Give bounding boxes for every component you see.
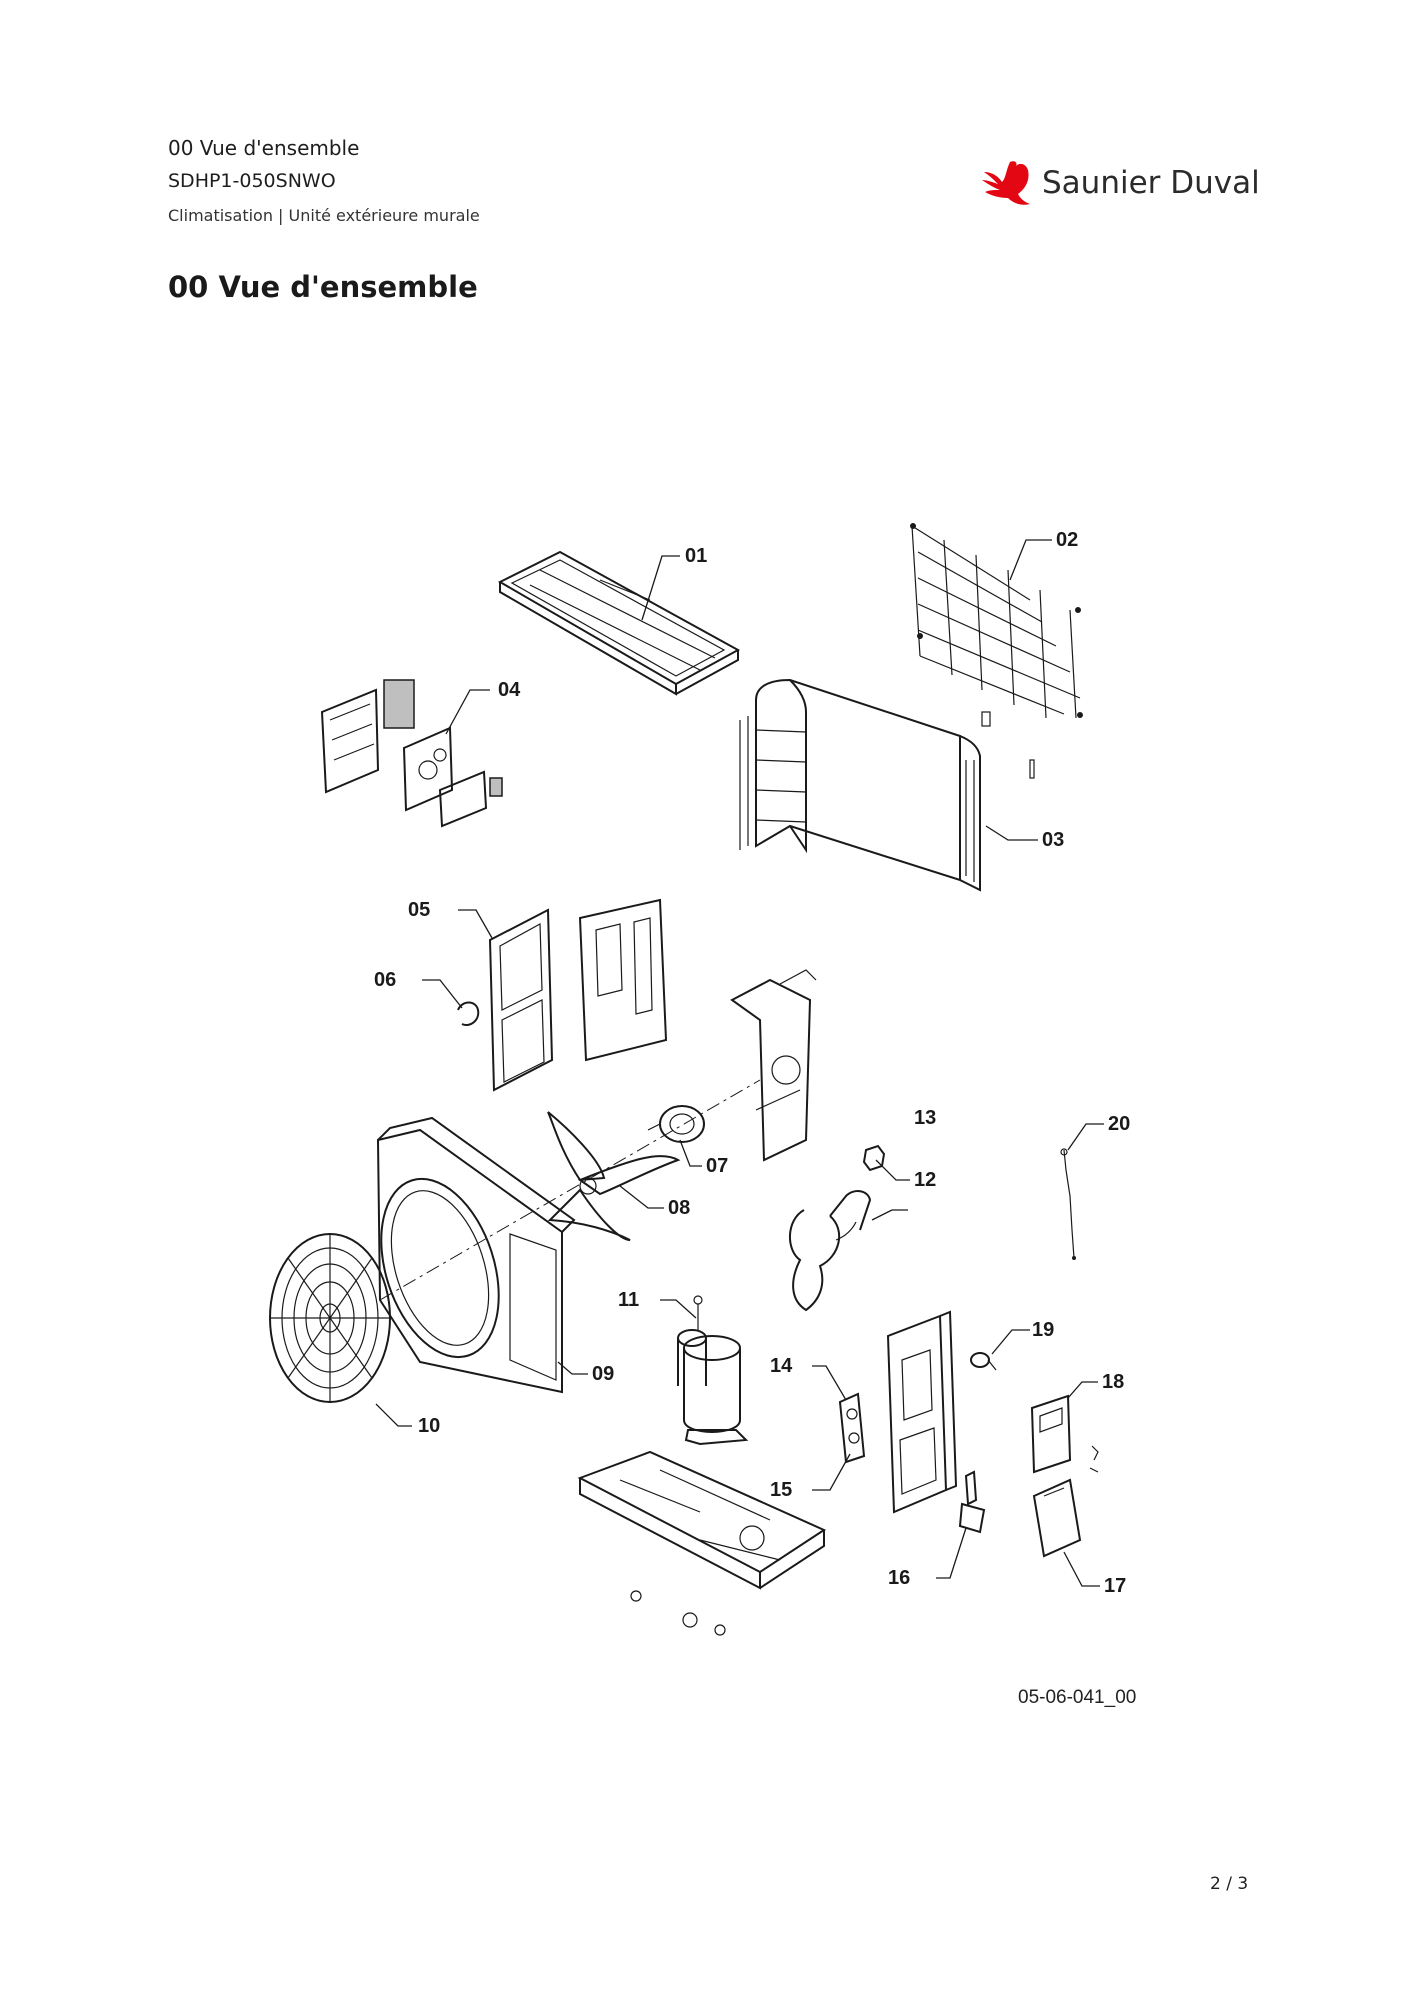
page-title: 00 Vue d'ensemble bbox=[168, 270, 478, 304]
brand-logo: Saunier Duval bbox=[980, 158, 1260, 212]
callout-13: 13 bbox=[914, 1107, 936, 1129]
part-condenser-coil bbox=[739, 678, 1035, 892]
part-side-panel bbox=[886, 1310, 958, 1514]
part-top-cover bbox=[497, 550, 741, 696]
callout-09: 09 bbox=[592, 1363, 614, 1385]
callout-05: 05 bbox=[408, 899, 430, 921]
callout-10: 10 bbox=[418, 1415, 440, 1437]
callout-14: 14 bbox=[770, 1355, 793, 1377]
brand-name: Saunier Duval bbox=[1042, 165, 1260, 201]
part-control-board bbox=[320, 679, 503, 828]
part-sensor bbox=[862, 1144, 886, 1172]
callout-04: 04 bbox=[498, 679, 521, 701]
header-model: SDHP1-050SNWO bbox=[168, 170, 336, 192]
callout-06: 06 bbox=[374, 969, 396, 991]
header-section: 00 Vue d'ensemble bbox=[168, 136, 360, 160]
page-number: 2 / 3 bbox=[1210, 1874, 1249, 1894]
part-valve-assembly bbox=[838, 1392, 866, 1464]
part-piping bbox=[788, 1190, 872, 1312]
part-partition-frame bbox=[488, 908, 554, 1092]
callout-07: 07 bbox=[706, 1155, 728, 1177]
part-fan-motor bbox=[647, 1105, 705, 1143]
axis-line bbox=[379, 1079, 761, 1301]
callout-12: 12 bbox=[914, 1169, 936, 1191]
callout-20: 20 bbox=[1108, 1113, 1130, 1135]
part-fan-blade bbox=[547, 1111, 681, 1241]
callout-11: 11 bbox=[618, 1289, 639, 1311]
part-motor-bracket bbox=[730, 969, 817, 1162]
header-category: Climatisation | Unité extérieure murale bbox=[168, 206, 480, 225]
part-fan-guard bbox=[269, 1233, 391, 1403]
callout-19: 19 bbox=[1032, 1319, 1054, 1341]
bird-logo-icon bbox=[982, 161, 1030, 205]
callout-15: 15 bbox=[770, 1479, 792, 1501]
part-terminal-cover bbox=[1030, 1394, 1099, 1474]
diagram-reference: 05-06-041_00 bbox=[1018, 1687, 1137, 1708]
part-rear-grille bbox=[910, 523, 1083, 719]
part-clip bbox=[457, 1001, 480, 1026]
callout-16: 16 bbox=[888, 1567, 910, 1589]
part-separator-panel bbox=[578, 898, 668, 1062]
part-service-valve bbox=[958, 1470, 986, 1534]
callout-02: 02 bbox=[1056, 529, 1078, 551]
part-temperature-probe bbox=[1060, 1148, 1076, 1260]
part-valve-cover bbox=[1032, 1478, 1082, 1558]
callout-08: 08 bbox=[668, 1197, 690, 1219]
part-base-plate bbox=[577, 1450, 827, 1636]
callout-03: 03 bbox=[1042, 829, 1064, 851]
part-front-panel bbox=[376, 1116, 576, 1394]
callout-18: 18 bbox=[1102, 1371, 1124, 1393]
part-compressor bbox=[677, 1295, 749, 1446]
part-sensor-clip bbox=[970, 1352, 997, 1371]
callout-01: 01 bbox=[685, 545, 707, 567]
callout-17: 17 bbox=[1104, 1575, 1126, 1597]
leader-lines bbox=[375, 539, 1104, 1587]
